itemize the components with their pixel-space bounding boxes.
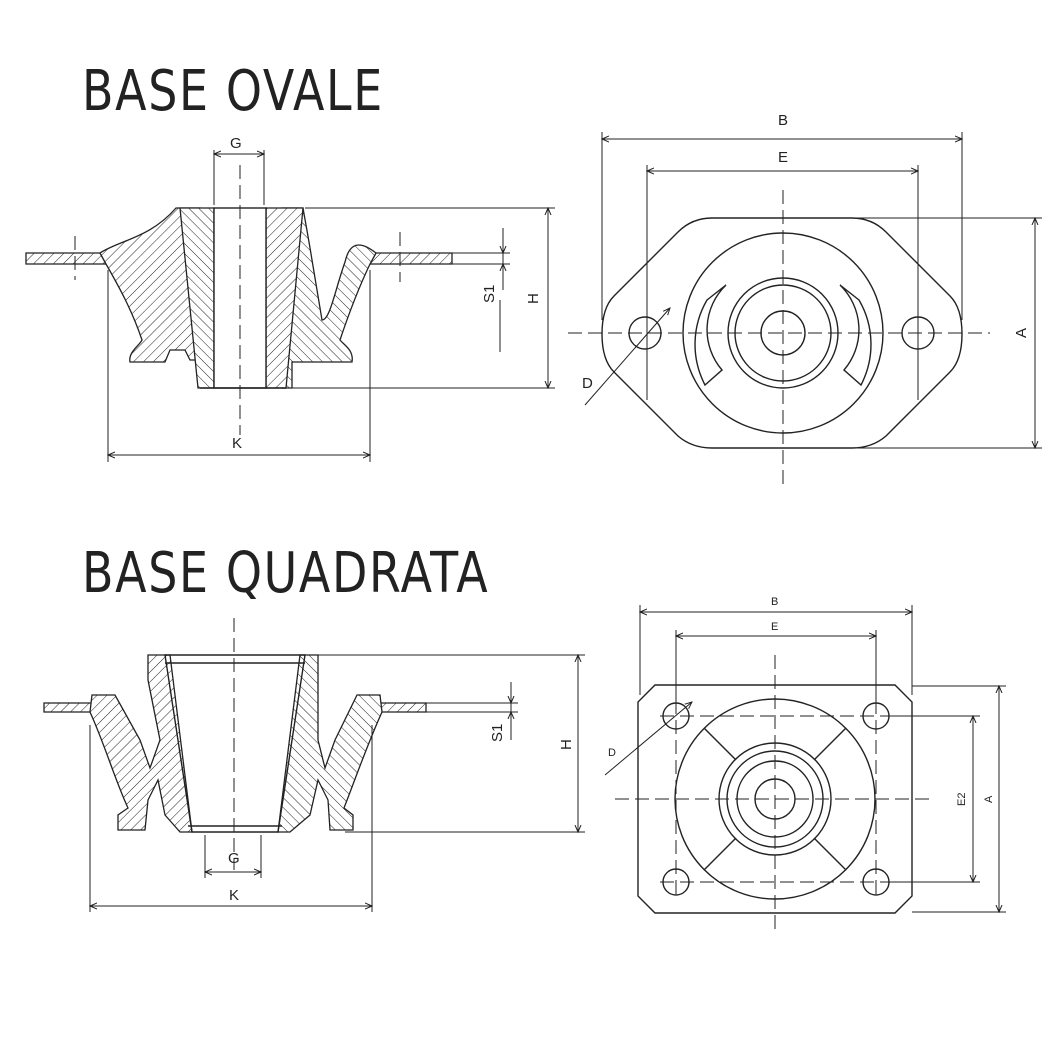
oval-left-flange — [25, 252, 108, 265]
square-label-S1: S1 — [489, 724, 506, 742]
square-label-K: K — [229, 887, 239, 904]
square-label-B: B — [771, 596, 778, 608]
square-label-E: E — [771, 621, 778, 633]
square-left-body — [89, 654, 193, 833]
title-base-quadrata: BASE QUADRATA — [82, 541, 490, 606]
oval-left-body — [99, 207, 201, 363]
square-label-E2: E2 — [956, 793, 968, 806]
oval-label-D: D — [582, 375, 593, 392]
square-plan-outline — [637, 684, 913, 914]
title-base-ovale: BASE OVALE — [82, 59, 384, 124]
oval-slot-right — [839, 284, 872, 387]
oval-label-B: B — [778, 112, 788, 129]
square-label-D: D — [608, 747, 616, 759]
square-label-G: G — [228, 850, 240, 867]
oval-label-E: E — [778, 149, 788, 166]
oval-right-flange — [368, 252, 453, 265]
square-right-body — [277, 654, 383, 833]
oval-plan-view — [568, 132, 1042, 485]
square-section-view — [43, 618, 585, 912]
oval-label-G: G — [230, 135, 242, 152]
oval-label-A: A — [1013, 328, 1030, 338]
oval-label-S1: S1 — [481, 285, 498, 303]
oval-right-body — [281, 207, 377, 389]
square-label-H: H — [558, 739, 575, 750]
oval-section-view — [25, 150, 555, 462]
square-label-A: A — [983, 795, 995, 803]
oval-label-K: K — [232, 435, 242, 452]
square-bushing — [164, 654, 306, 833]
square-plan-view — [604, 605, 1006, 935]
oval-label-H: H — [525, 293, 542, 304]
oval-slot-left — [694, 284, 727, 387]
